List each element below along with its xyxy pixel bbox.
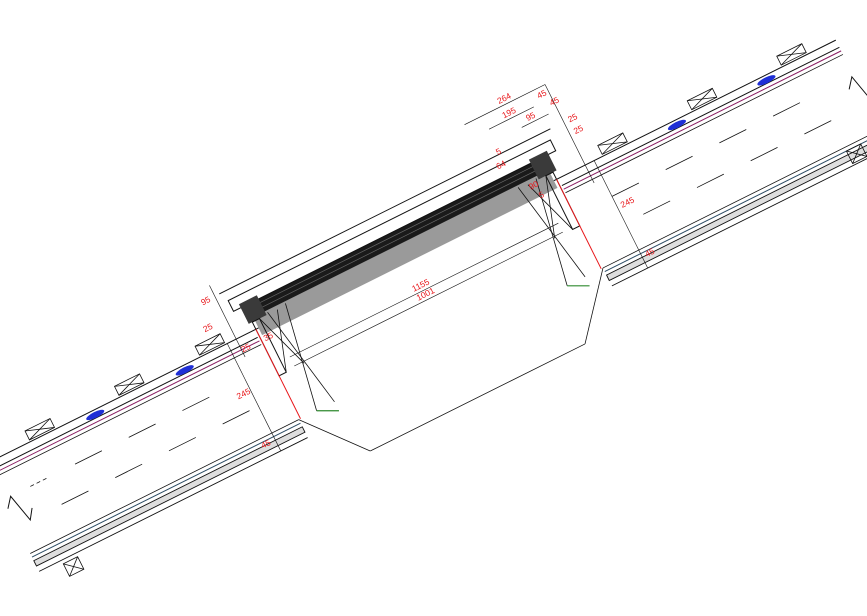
- dim-left-b: 25: [201, 321, 214, 334]
- window-frame-right: [517, 150, 602, 287]
- dim-top-f: 64: [494, 158, 507, 171]
- dim-top-h: 25: [566, 111, 579, 124]
- dim-top-g: 5: [494, 146, 503, 157]
- dimension-labels: 1155 1001 264 195 95 45 45 64 5 25 25 24…: [199, 87, 656, 450]
- dim-left-c: 25: [239, 341, 252, 354]
- opening-lines: [298, 267, 604, 452]
- window-shadow: [252, 168, 558, 336]
- dim-right-j: 5: [537, 189, 546, 200]
- dim-right-k: 90: [527, 179, 540, 192]
- dim-top-i: 25: [572, 123, 585, 136]
- dim-left-d: 35: [262, 330, 275, 343]
- dim-right-depth: 245: [619, 194, 636, 209]
- dim-left-a: 95: [199, 294, 212, 307]
- dimension-lines: [209, 84, 648, 452]
- blue-seals: [86, 75, 776, 421]
- roof-membrane-line: [0, 50, 842, 476]
- window-cover-outline: [219, 128, 557, 313]
- vapour-barrier-line: [31, 132, 867, 558]
- batten-boxes: [24, 43, 867, 577]
- break-symbols: [7, 75, 867, 522]
- window-glazing: [246, 157, 549, 318]
- dim-top-b: 195: [500, 105, 517, 120]
- dim-top-e: 45: [548, 94, 561, 107]
- dim-top-a: 264: [495, 91, 512, 106]
- dim-top-c: 95: [524, 110, 537, 123]
- dim-top-d: 45: [535, 87, 548, 100]
- insulation-layer: [0, 54, 867, 554]
- window-frame-left: [238, 295, 339, 419]
- dim-right-bottom: 45: [643, 246, 656, 259]
- dim-left-bottom: 45: [259, 437, 272, 450]
- roof-deck: [33, 136, 867, 572]
